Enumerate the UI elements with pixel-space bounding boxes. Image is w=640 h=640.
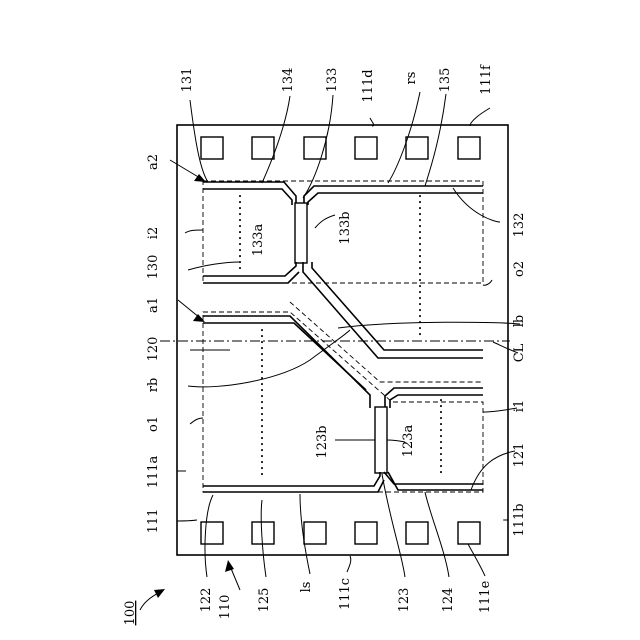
label-133: 133: [325, 68, 340, 93]
label-121: 121: [512, 443, 527, 468]
label-i2: i2: [146, 227, 161, 239]
bond-pad: [304, 137, 326, 159]
contact-123a: [375, 407, 387, 473]
label-111: 111: [146, 509, 161, 534]
bond-pad: [252, 522, 274, 544]
bond-pad: [406, 137, 428, 159]
contact-133a: [295, 203, 307, 263]
label-110: 110: [218, 595, 233, 620]
label-rs: rs: [404, 72, 419, 85]
label-lb: lb: [512, 315, 527, 327]
upper-traces: [203, 182, 483, 358]
label-i1: i1: [512, 400, 527, 412]
label-ls: ls: [299, 582, 314, 593]
label-122: 122: [199, 588, 214, 613]
bond-pad: [201, 522, 223, 544]
label-130: 130: [146, 255, 161, 280]
bond-pad: [355, 137, 377, 159]
label-111d: 111d: [361, 69, 376, 102]
bond-pad: [355, 522, 377, 544]
label-100: 100: [123, 601, 138, 626]
label-124: 124: [441, 588, 456, 613]
label-o1: o1: [146, 416, 161, 432]
label-135: 135: [438, 68, 453, 93]
label-111c: 111c: [338, 578, 353, 610]
label-111f: 111f: [479, 64, 494, 95]
bond-pad: [252, 137, 274, 159]
label-111a: 111a: [146, 455, 161, 488]
top-pad-row: [201, 137, 480, 159]
label-111b: 111b: [512, 503, 527, 536]
label-a1: a1: [146, 297, 161, 313]
label-125: 125: [257, 588, 272, 613]
label-123a: 123a: [401, 424, 416, 457]
bond-pad: [458, 137, 480, 159]
leader-lines: [177, 92, 520, 577]
label-133b: 133b: [338, 211, 353, 244]
label-o2: o2: [512, 261, 527, 277]
bond-pad: [201, 137, 223, 159]
label-132: 132: [512, 213, 527, 238]
bond-pad: [458, 522, 480, 544]
label-rb: rb: [146, 378, 161, 393]
label-134: 134: [281, 68, 296, 93]
label-111e: 111e: [478, 580, 493, 613]
bottom-pad-row: [201, 522, 480, 544]
bond-pad: [304, 522, 326, 544]
label-123: 123: [397, 588, 412, 613]
label-CL: CL: [512, 343, 527, 362]
label-133a: 133a: [251, 223, 266, 256]
label-123b: 123b: [315, 425, 330, 458]
bond-pad: [406, 522, 428, 544]
label-131: 131: [180, 68, 195, 93]
region-a1-inner-dashed: [290, 302, 483, 382]
label-120: 120: [146, 337, 161, 362]
label-a2: a2: [146, 154, 161, 170]
